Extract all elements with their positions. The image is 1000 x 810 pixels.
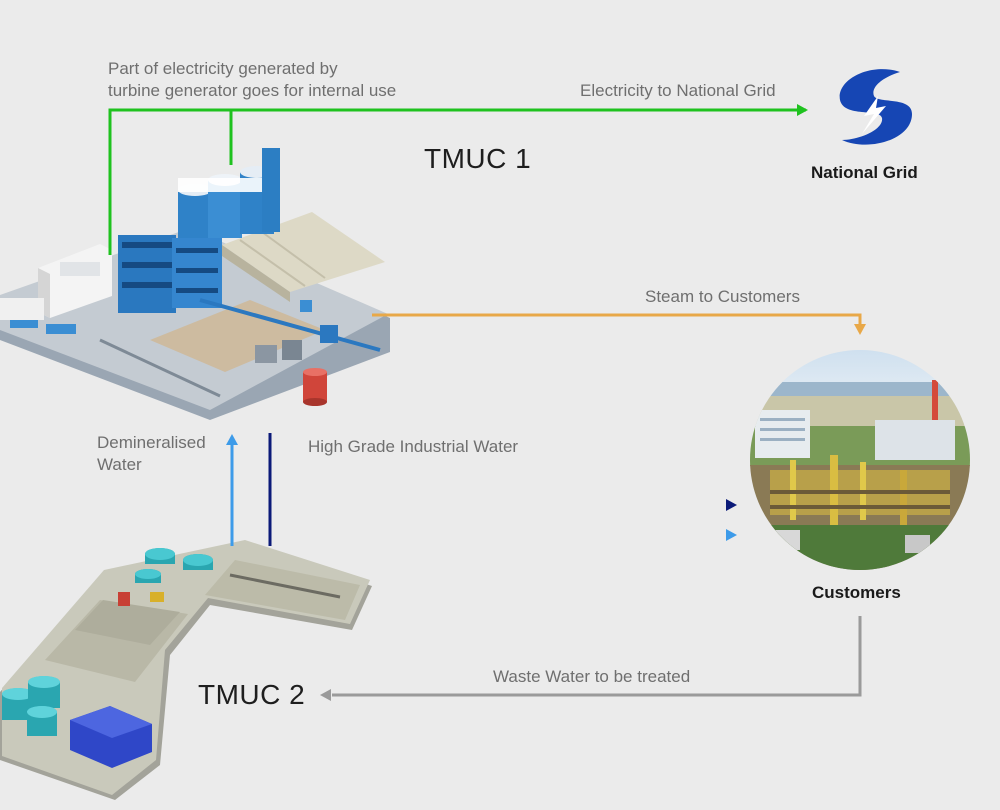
industrial-water-arrowhead [726, 499, 737, 511]
demin-water-arrowhead-right [726, 529, 737, 541]
steam-label: Steam to Customers [645, 287, 800, 306]
national-grid-label: National Grid [811, 163, 918, 182]
internal-use-label: Part of electricity generated by turbine… [108, 59, 397, 100]
waste-water-label: Waste Water to be treated [493, 667, 691, 686]
customers-photo [750, 350, 970, 570]
tmuc1-title: TMUC 1 [424, 143, 532, 174]
tmuc1-plant-illustration [0, 148, 390, 420]
steam-flow-line [372, 313, 862, 326]
waste-water-flow-line [332, 616, 862, 697]
demin-water-arrowhead-up [226, 434, 238, 445]
customers-label: Customers [812, 583, 901, 602]
electricity-flow-line [108, 108, 806, 255]
industrial-water-label: High Grade Industrial Water [308, 437, 519, 456]
electricity-arrowhead [797, 104, 808, 116]
demin-water-label: Demineralised Water [97, 433, 206, 474]
electricity-label: Electricity to National Grid [580, 81, 776, 100]
tmuc2-plant-illustration [0, 540, 372, 800]
waste-water-arrowhead [320, 689, 331, 701]
national-grid-logo-icon [839, 69, 912, 145]
steam-arrowhead [854, 324, 866, 335]
tmuc2-title: TMUC 2 [198, 679, 306, 710]
